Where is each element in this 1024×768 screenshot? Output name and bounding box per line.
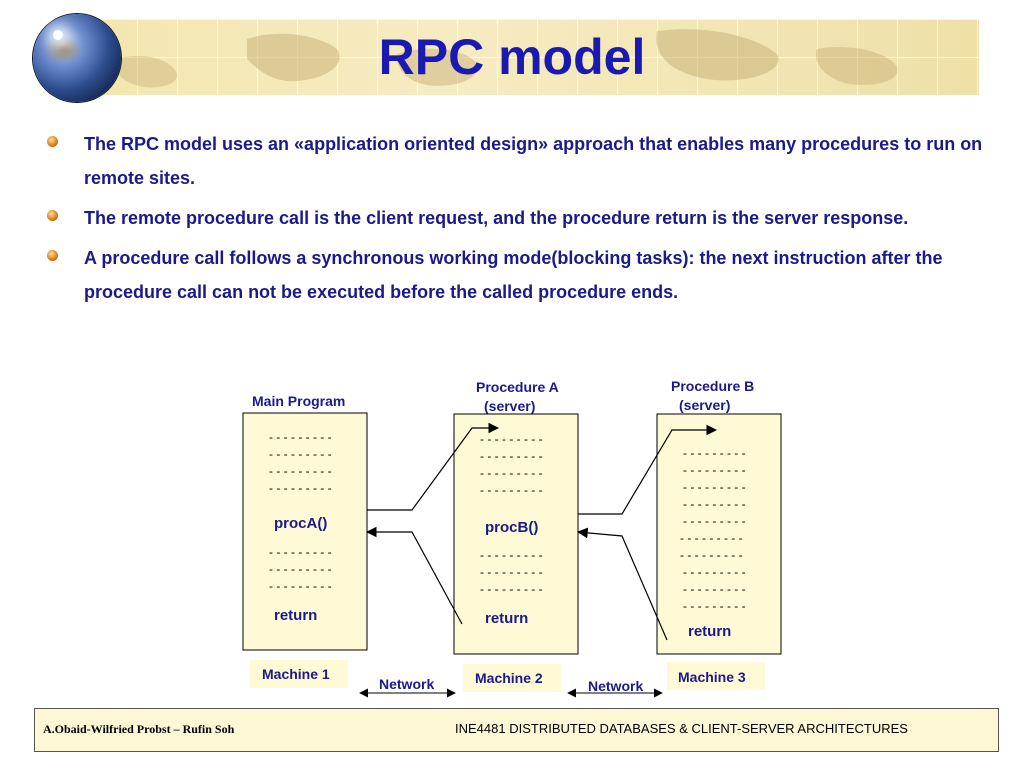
code-line: - - - - - - - - - [683,446,746,460]
globe-logo [33,14,121,102]
bullet-item: A procedure call follows a synchronous w… [44,241,1004,309]
machine-3-label: Machine 3 [678,669,746,685]
title-banner [97,19,979,95]
code-line: - - - - - - - - - [269,447,332,461]
main-program-label: Main Program [252,393,345,409]
code-line: - - - - - - - - - [480,565,543,579]
return-arrow-proc-a [365,526,463,625]
bullet-text: The RPC model uses an «application orien… [84,134,983,188]
bullet-item: The remote procedure call is the client … [44,201,1004,235]
code-line: - - - - - - - - - [683,565,746,579]
machine-2-label: Machine 2 [475,670,543,686]
code-line: - - - - - - - - - [480,483,543,497]
code-line: - - - - - - - - - [480,548,543,562]
slide-footer: A.Obaid-Wilfried Probst – Rufin Soh INE4… [34,708,999,752]
return-label-2: return [485,610,528,627]
network-label-2: Network [588,678,643,694]
code-line: - - - - - - - - - [480,432,543,446]
bullet-icon [47,250,58,261]
procedure-b-role: (server) [679,397,730,413]
code-line: - - - - - - - - - [683,599,746,613]
bullet-icon [47,136,58,147]
return-label-1: return [274,607,317,624]
code-line: - - - - - - - - - [683,463,746,477]
proc-a-call-label: procA() [274,515,327,532]
return-arrow-proc-b [576,527,668,641]
code-line: - - - - - - - - - [480,466,543,480]
network-label-1: Network [379,676,434,692]
code-line: - - - - - - - - - [680,548,743,562]
bullet-item: The RPC model uses an «application orien… [44,127,1004,195]
procedure-b-label: Procedure B [671,378,754,394]
code-line: - - - - - - - - - [269,464,332,478]
machine-3-label-box [667,662,765,690]
rpc-diagram: Main Program Procedure A (server) Proced… [242,378,782,698]
machine-1-label-box [250,660,348,688]
machine-1-label: Machine 1 [262,666,330,682]
code-line: - - - - - - - - - [269,430,332,444]
proc-b-call-label: procB() [485,519,538,536]
code-line: - - - - - - - - - [480,449,543,463]
call-arrow-proc-a [367,422,500,511]
procedure-a-label: Procedure A [476,379,559,395]
world-map-background [115,29,898,88]
machine-2-box [453,413,579,655]
code-line: - - - - - - - - - [480,582,543,596]
code-line: - - - - - - - - - [269,481,332,495]
bullet-text: The remote procedure call is the client … [84,208,909,228]
procedure-a-role: (server) [484,398,535,414]
bullet-icon [47,210,58,221]
code-line: - - - - - - - - - [683,582,746,596]
footer-authors: A.Obaid-Wilfried Probst – Rufin Soh [43,722,235,736]
machine-2-label-box [463,664,561,692]
slide-title: RPC model [378,29,646,85]
machine-1-box [242,412,368,651]
code-line: - - - - - - - - - [683,480,746,494]
code-line: - - - - - - - - - [269,562,332,576]
code-line: - - - - - - - - - [269,579,332,593]
call-arrow-proc-b [578,424,718,515]
bullet-text: A procedure call follows a synchronous w… [84,248,943,302]
return-label-3: return [688,623,731,640]
code-line: - - - - - - - - - [683,514,746,528]
code-line: - - - - - - - - - [683,497,746,511]
footer-course: INE4481 DISTRIBUTED DATABASES & CLIENT-S… [455,721,908,736]
code-line: - - - - - - - - - [680,531,743,545]
machine-3-box [656,413,782,655]
code-line: - - - - - - - - - [269,545,332,559]
bullet-list: The RPC model uses an «application orien… [44,127,1004,315]
